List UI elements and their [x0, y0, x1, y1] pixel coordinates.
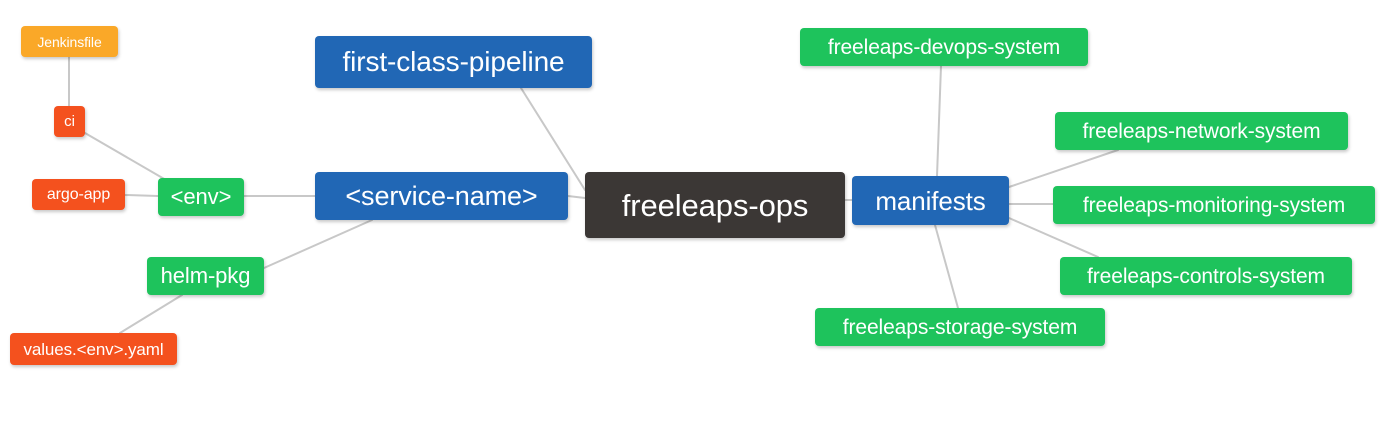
node-label: <env>	[170, 184, 232, 209]
edge-manifests-to-network_system	[1008, 149, 1119, 188]
node-freeleaps-monitoring-system[interactable]: freeleaps-monitoring-system	[1053, 186, 1375, 224]
node-helm-pkg[interactable]: helm-pkg	[147, 257, 264, 295]
node-label: freeleaps-devops-system	[827, 35, 1061, 59]
edge-helm_pkg-to-service_name	[263, 219, 373, 269]
node-manifests[interactable]: manifests	[852, 176, 1009, 225]
node-freeleaps-network-system[interactable]: freeleaps-network-system	[1055, 112, 1348, 150]
node-label: Jenkinsfile	[37, 33, 102, 50]
edge-values_env_yaml-to-helm_pkg	[119, 294, 183, 334]
node-label: argo-app	[46, 185, 111, 203]
node-label: ci	[64, 113, 75, 130]
node-freeleaps-controls-system[interactable]: freeleaps-controls-system	[1060, 257, 1352, 295]
node-label: freeleaps-monitoring-system	[1082, 193, 1346, 217]
node-ci[interactable]: ci	[54, 106, 85, 137]
node-freeleaps-storage-system[interactable]: freeleaps-storage-system	[815, 308, 1105, 346]
node-service-name[interactable]: <service-name>	[315, 172, 568, 220]
edge-service_name-to-root	[567, 195, 586, 199]
node-first-class-pipeline[interactable]: first-class-pipeline	[315, 36, 592, 88]
node-freeleaps-devops-system[interactable]: freeleaps-devops-system	[800, 28, 1088, 66]
node-label: manifests	[875, 185, 986, 216]
node-label: freeleaps-controls-system	[1087, 264, 1325, 288]
edge-argo_app-to-env	[124, 194, 159, 197]
node-env[interactable]: <env>	[158, 178, 244, 216]
node-label: freeleaps-network-system	[1082, 119, 1321, 143]
node-label: <service-name>	[345, 180, 538, 211]
node-values-env-yaml[interactable]: values.<env>.yaml	[10, 333, 177, 365]
node-argo-app[interactable]: argo-app	[32, 179, 125, 210]
node-jenkinsfile[interactable]: Jenkinsfile	[21, 26, 118, 57]
node-label: values.<env>.yaml	[23, 339, 164, 359]
edge-ci-to-env	[84, 132, 167, 181]
node-label: freeleaps-storage-system	[842, 315, 1078, 339]
node-label: freeleaps-ops	[621, 187, 809, 223]
node-freeleaps-ops[interactable]: freeleaps-ops	[585, 172, 845, 238]
edge-manifests-to-storage_system	[934, 224, 959, 309]
node-label: helm-pkg	[160, 263, 251, 288]
node-label: first-class-pipeline	[342, 46, 565, 77]
edge-manifests-to-devops_system	[936, 65, 942, 177]
